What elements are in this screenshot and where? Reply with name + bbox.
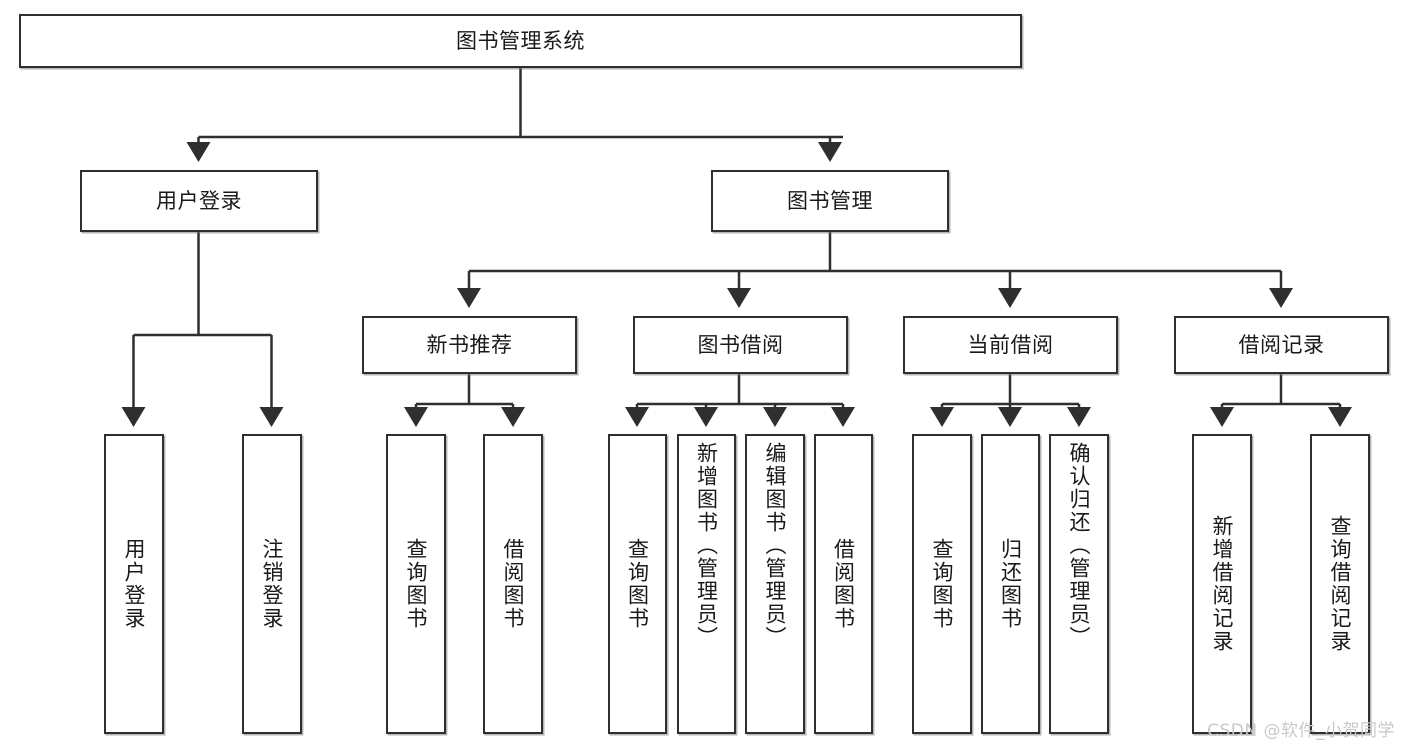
node-leaf-logout-label: 注销登录 (260, 538, 285, 630)
node-new-book-recommend[interactable]: 新书推荐 (362, 316, 577, 374)
node-current-borrow[interactable]: 当前借阅 (903, 316, 1118, 374)
node-root-label: 图书管理系统 (456, 28, 585, 53)
node-leaf-edit-book-label: 编辑图书（管理员） (763, 442, 788, 649)
node-leaf-borrow-book-1[interactable]: 借阅图书 (483, 434, 543, 734)
node-book-borrow[interactable]: 图书借阅 (633, 316, 848, 374)
node-leaf-query-book-1[interactable]: 查询图书 (386, 434, 446, 734)
node-leaf-borrow-book-1-label: 借阅图书 (501, 538, 526, 630)
node-book-borrow-label: 图书借阅 (697, 332, 784, 357)
edge-bookborrow-to-leaves (625, 374, 855, 427)
node-user-login[interactable]: 用户登录 (80, 170, 318, 232)
node-leaf-user-login-label: 用户登录 (122, 538, 147, 630)
node-leaf-add-record-label: 新增借阅记录 (1210, 515, 1235, 653)
node-leaf-query-book-2-label: 查询图书 (625, 538, 650, 630)
node-leaf-return-book[interactable]: 归还图书 (981, 434, 1040, 734)
node-leaf-query-book-3-label: 查询图书 (930, 538, 955, 630)
node-current-borrow-label: 当前借阅 (967, 332, 1054, 357)
node-leaf-confirm-return-label: 确认归还（管理员） (1067, 442, 1092, 649)
watermark: CSDN @软件_小贺同学 (1207, 721, 1395, 741)
edge-newbook-to-leaves (404, 374, 525, 427)
node-leaf-user-login[interactable]: 用户登录 (104, 434, 164, 734)
node-borrow-record-label: 借阅记录 (1238, 332, 1325, 357)
edge-root-to-level2 (186, 68, 843, 162)
node-leaf-borrow-book-2-label: 借阅图书 (831, 538, 856, 630)
node-root[interactable]: 图书管理系统 (19, 14, 1022, 68)
edge-borrowrecord-to-leaves (1210, 374, 1352, 427)
node-user-login-label: 用户登录 (156, 188, 242, 213)
node-leaf-borrow-book-2[interactable]: 借阅图书 (814, 434, 873, 734)
node-new-book-recommend-label: 新书推荐 (426, 332, 513, 357)
node-leaf-query-record[interactable]: 查询借阅记录 (1310, 434, 1370, 734)
node-leaf-add-record[interactable]: 新增借阅记录 (1192, 434, 1252, 734)
node-book-manage-label: 图书管理 (787, 188, 873, 213)
node-leaf-add-book[interactable]: 新增图书（管理员） (677, 434, 736, 734)
edge-userlogin-to-leaves (121, 232, 284, 427)
edge-bookmanage-to-level3 (457, 232, 1293, 308)
node-leaf-logout[interactable]: 注销登录 (242, 434, 302, 734)
edge-currentborrow-to-leaves (930, 374, 1091, 427)
node-leaf-query-book-3[interactable]: 查询图书 (912, 434, 972, 734)
node-book-manage[interactable]: 图书管理 (711, 170, 949, 232)
node-leaf-return-book-label: 归还图书 (998, 538, 1023, 630)
node-leaf-query-record-label: 查询借阅记录 (1328, 515, 1353, 653)
node-borrow-record[interactable]: 借阅记录 (1174, 316, 1389, 374)
node-leaf-confirm-return[interactable]: 确认归还（管理员） (1049, 434, 1109, 734)
node-leaf-edit-book[interactable]: 编辑图书（管理员） (745, 434, 805, 734)
node-leaf-query-book-2[interactable]: 查询图书 (608, 434, 667, 734)
node-leaf-add-book-label: 新增图书（管理员） (694, 442, 719, 649)
node-leaf-query-book-1-label: 查询图书 (404, 538, 429, 630)
